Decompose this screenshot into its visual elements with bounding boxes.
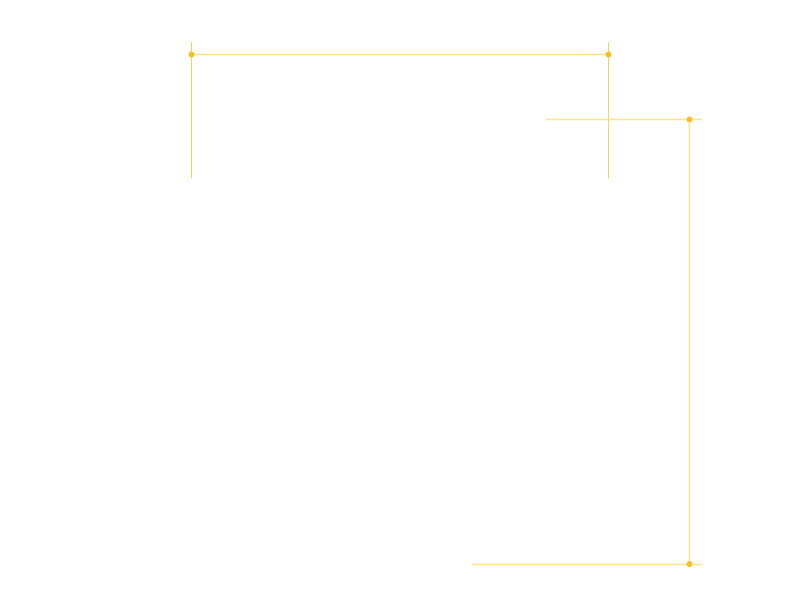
guide-handle[interactable]	[686, 116, 693, 123]
guide-handle[interactable]	[188, 51, 195, 58]
guide-handle[interactable]	[605, 51, 612, 58]
guide-handle[interactable]	[686, 561, 693, 567]
